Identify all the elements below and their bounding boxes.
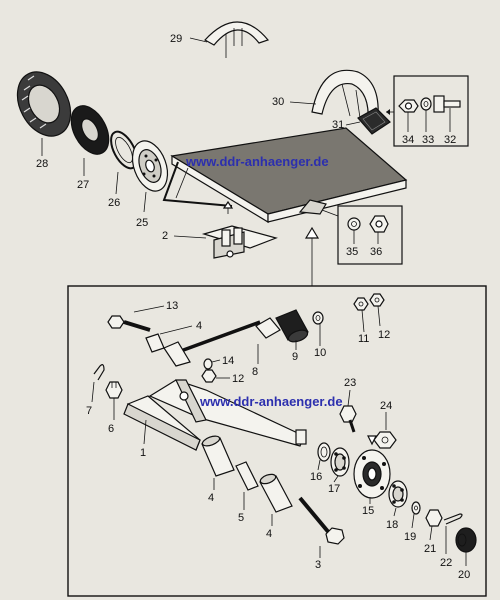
label-6: 6 bbox=[108, 423, 114, 435]
label-30: 30 bbox=[272, 96, 284, 108]
label-28: 28 bbox=[36, 158, 48, 170]
part-18-bearing bbox=[388, 480, 408, 508]
label-9: 9 bbox=[292, 351, 298, 363]
label-15: 15 bbox=[362, 505, 374, 517]
part-4-bushing-top bbox=[145, 333, 165, 353]
part-8-tie-rod bbox=[163, 317, 281, 367]
part-31-reflector bbox=[357, 107, 391, 135]
part-7-cotter-pin bbox=[93, 364, 105, 381]
part-17-bearing bbox=[330, 447, 350, 477]
part-25-wheel-rim bbox=[131, 140, 169, 192]
part-2-bracket bbox=[201, 225, 278, 259]
watermark-bottom: www.ddr-anhaenger.de bbox=[199, 394, 343, 409]
label-34: 34 bbox=[402, 134, 414, 146]
label-17: 17 bbox=[328, 483, 340, 495]
label-31: 31 bbox=[332, 119, 344, 131]
label-25: 25 bbox=[136, 217, 148, 229]
part-36-nut bbox=[369, 215, 389, 233]
part-33-washer bbox=[420, 97, 432, 111]
part-4-bushing-bottom bbox=[259, 473, 293, 513]
label-5: 5 bbox=[238, 512, 244, 524]
part-32-bolt bbox=[433, 95, 461, 113]
label-24: 24 bbox=[380, 400, 392, 412]
label-10: 10 bbox=[314, 347, 326, 359]
label-21: 21 bbox=[424, 543, 436, 555]
part-12-nut-mid bbox=[201, 369, 217, 383]
part-10-washer bbox=[312, 311, 324, 325]
part-13-bolt bbox=[107, 315, 151, 332]
part-16-seal bbox=[317, 442, 331, 462]
label-11: 11 bbox=[358, 333, 369, 345]
part-29-mudguard bbox=[204, 21, 270, 58]
label-3: 3 bbox=[315, 559, 321, 571]
part-15-hub bbox=[353, 449, 391, 499]
label-8: 8 bbox=[252, 366, 258, 378]
label-12-mid: 12 bbox=[232, 373, 244, 385]
part-9-rubber-sleeve bbox=[275, 309, 309, 343]
label-19: 19 bbox=[404, 531, 416, 543]
label-13: 13 bbox=[166, 300, 178, 312]
watermark-top: www.ddr-anhaenger.de bbox=[185, 154, 329, 169]
label-20: 20 bbox=[458, 569, 470, 581]
part-20-hub-cap bbox=[455, 527, 477, 553]
part-3-bolt bbox=[298, 496, 345, 545]
detail-box-nuts bbox=[337, 205, 403, 265]
label-33: 33 bbox=[422, 134, 434, 146]
label-35: 35 bbox=[346, 246, 358, 258]
label-4-mid: 4 bbox=[208, 492, 214, 504]
part-34-nut bbox=[398, 99, 419, 113]
label-27: 27 bbox=[77, 179, 89, 191]
part-14-washer bbox=[203, 358, 213, 370]
detail-box-fasteners bbox=[393, 75, 469, 147]
label-4-bottom: 4 bbox=[266, 528, 272, 540]
label-16: 16 bbox=[310, 471, 322, 483]
label-4-top: 4 bbox=[196, 320, 202, 332]
label-12-top: 12 bbox=[378, 329, 390, 341]
label-23: 23 bbox=[344, 377, 356, 389]
part-5-spacer-tube bbox=[235, 461, 259, 491]
part-22-split-pin bbox=[443, 513, 463, 525]
part-24-nut bbox=[373, 431, 397, 449]
label-14: 14 bbox=[222, 355, 234, 367]
detail-frame bbox=[67, 285, 487, 597]
label-7: 7 bbox=[86, 405, 92, 417]
part-27-inner-tube bbox=[70, 105, 110, 155]
trailer-platform bbox=[162, 127, 408, 224]
label-26: 26 bbox=[108, 197, 120, 209]
label-1: 1 bbox=[140, 447, 146, 459]
part-28-tyre bbox=[16, 71, 72, 137]
part-11-nut bbox=[353, 297, 369, 311]
part-4-bushing-mid bbox=[201, 435, 235, 477]
label-32: 32 bbox=[444, 134, 456, 146]
part-12-nut-top bbox=[369, 293, 385, 307]
label-29: 29 bbox=[170, 33, 182, 45]
part-19-washer bbox=[411, 501, 421, 515]
label-36: 36 bbox=[370, 246, 382, 258]
label-2: 2 bbox=[162, 230, 168, 242]
part-23-bolt bbox=[339, 405, 357, 433]
part-35-washer bbox=[347, 217, 361, 231]
part-6-castle-nut bbox=[105, 381, 123, 399]
label-22: 22 bbox=[440, 557, 452, 569]
part-21-castle-nut bbox=[425, 509, 443, 527]
label-18: 18 bbox=[386, 519, 398, 531]
part-1-swing-arm bbox=[123, 379, 307, 451]
